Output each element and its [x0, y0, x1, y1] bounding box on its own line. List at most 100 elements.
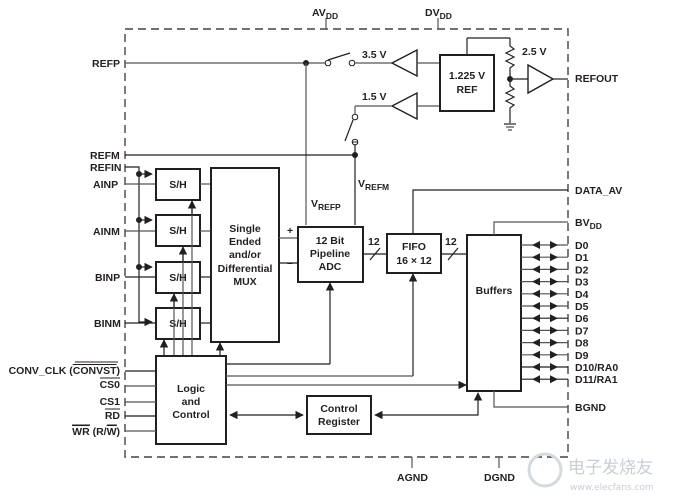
data-bus-line: D11/RA1	[521, 374, 618, 386]
dgnd-pin: DGND	[484, 457, 515, 484]
data-pin-label: D7	[575, 325, 589, 337]
data-bus-line: D0	[521, 240, 589, 252]
svg-text:RD: RD	[105, 410, 121, 422]
refout-buffer-amp	[527, 63, 555, 95]
svg-text:ADC: ADC	[319, 261, 342, 273]
svg-text:www.elecfans.com: www.elecfans.com	[570, 483, 654, 493]
svg-text:Differential: Differential	[218, 263, 273, 275]
binp-pin: BINP	[95, 272, 120, 284]
conv-clk-pin: CONV_CLK (CONVST)	[9, 361, 156, 377]
data-bus-line: D1	[521, 252, 589, 264]
bidirectional-arrow-icon	[532, 253, 540, 262]
data-pin-label: D4	[575, 289, 589, 301]
bidirectional-arrow-icon	[532, 289, 540, 298]
bus-width-adc: 12	[368, 236, 380, 248]
data-bus-line: D10/RA0	[521, 362, 618, 374]
svg-text:MUX: MUX	[233, 276, 256, 288]
svg-text:CS1: CS1	[100, 396, 121, 408]
bidirectional-arrow-icon	[532, 363, 540, 371]
minus-sign: –	[287, 257, 293, 269]
svg-text:Control: Control	[320, 403, 357, 415]
bidirectional-arrow-icon	[532, 314, 540, 323]
buffers-block: Buffers	[466, 234, 522, 392]
avdd-pin: AVDD	[312, 7, 338, 29]
svg-text:16 × 12: 16 × 12	[396, 255, 431, 267]
bus-width-fifo: 12	[445, 236, 457, 248]
svg-text:Pipeline: Pipeline	[310, 248, 350, 260]
bidirectional-arrow-icon	[532, 241, 540, 249]
svg-text:DVDD: DVDD	[425, 7, 452, 21]
label-2v5: 2.5 V	[522, 46, 547, 58]
adc-block: 12 Bit Pipeline ADC	[297, 226, 364, 283]
data-bus-line: D3	[521, 277, 589, 289]
svg-text:S/H: S/H	[169, 179, 187, 191]
data-bus-line: D6	[521, 313, 589, 325]
sh-control-lines	[159, 200, 197, 356]
svg-text:Register: Register	[318, 416, 360, 428]
mux-block: Single Ended and/or Differential MUX	[210, 167, 280, 343]
data-pin-label: D8	[575, 338, 589, 350]
data-pin-label: D11/RA1	[575, 374, 618, 386]
data-pin-label: D9	[575, 350, 589, 362]
svg-text:REFP: REFP	[92, 58, 120, 70]
label-1v5: 1.5 V	[362, 91, 387, 103]
svg-text:1.225 V: 1.225 V	[449, 70, 485, 82]
svg-text:S/H: S/H	[169, 272, 187, 284]
switch-1v5	[344, 119, 354, 142]
fifo-block: FIFO 16 × 12	[386, 233, 442, 274]
svg-text:WR (R/W): WR (R/W)	[72, 426, 120, 438]
data-pin-label: D6	[575, 313, 589, 325]
refin-pin: REFIN	[90, 162, 153, 327]
svg-text:S/H: S/H	[169, 318, 187, 330]
data-pin-label: D3	[575, 277, 589, 289]
reference-block	[439, 54, 495, 112]
data-pin-label: D2	[575, 264, 589, 276]
svg-text:FIFO: FIFO	[402, 241, 426, 253]
ainm-pin: AINM	[93, 226, 120, 238]
svg-text:Logic: Logic	[177, 383, 205, 395]
svg-text:12 Bit: 12 Bit	[316, 235, 345, 247]
svg-text:and/or: and/or	[229, 249, 261, 261]
refm-pin: REFM	[90, 145, 358, 225]
vrefm-label: VREFM	[358, 178, 389, 192]
bidirectional-arrow-icon	[532, 326, 540, 335]
data-bus-line: D5	[521, 301, 589, 313]
svg-text:AGND: AGND	[397, 472, 428, 484]
dvdd-pin: DVDD	[425, 7, 452, 29]
data-pin-label: D1	[575, 252, 589, 264]
svg-text:电子发烧友: 电子发烧友	[568, 458, 653, 478]
svg-text:Buffers: Buffers	[476, 285, 513, 297]
svg-text:AVDD: AVDD	[312, 7, 338, 21]
cs1-pin: CS1	[100, 396, 156, 408]
data-bus-line: D8	[521, 338, 589, 350]
svg-text:DGND: DGND	[484, 472, 515, 484]
data-pin-label: D5	[575, 301, 589, 313]
data-bus-line: D2	[521, 264, 589, 276]
sample-hold-ainp: S/H	[155, 168, 201, 201]
wr-pin: WR (R/W)	[72, 424, 156, 438]
svg-text:REF: REF	[457, 84, 479, 96]
bidirectional-arrow-icon	[532, 265, 540, 274]
bidirectional-arrow-icon	[532, 302, 540, 310]
data-bus-line: D7	[521, 325, 589, 337]
ainp-pin: AINP	[93, 179, 118, 191]
svg-text:S/H: S/H	[169, 225, 187, 237]
refout-pin: REFOUT	[575, 73, 619, 85]
cs0-pin: CS0	[100, 377, 156, 391]
bidirectional-arrow-icon	[532, 277, 540, 286]
label-3v5: 3.5 V	[362, 49, 387, 61]
sample-hold-ainm: S/H	[155, 214, 201, 247]
data-av-pin: DATA_AV	[575, 185, 622, 197]
bgnd-pin: BGND	[575, 402, 606, 414]
control-register-block: Control Register	[306, 395, 372, 435]
binm-pin: BINM	[94, 318, 121, 330]
svg-text:Ended: Ended	[229, 236, 261, 248]
agnd-pin: AGND	[397, 457, 428, 484]
svg-text:and: and	[182, 396, 201, 408]
svg-text:REFIN: REFIN	[90, 162, 122, 174]
switch-3v5	[327, 52, 351, 61]
sample-hold-binp: S/H	[155, 261, 201, 294]
data-pin-label: D10/RA0	[575, 362, 618, 374]
buffer-amp-1v5	[390, 91, 418, 121]
